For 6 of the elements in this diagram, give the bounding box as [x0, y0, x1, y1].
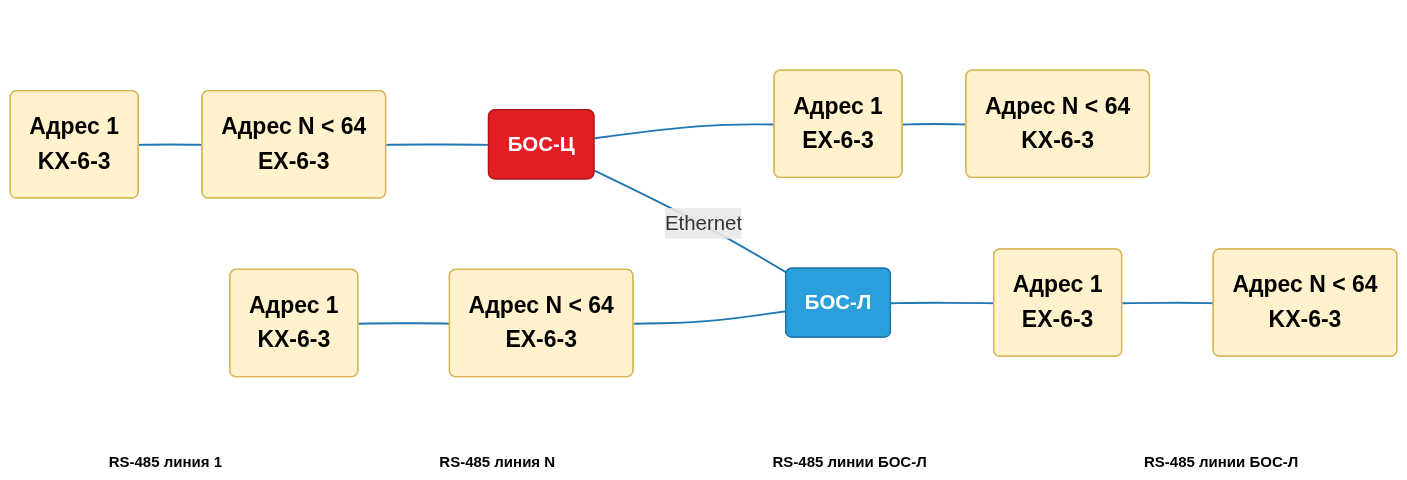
- line-caption: RS-485 линия N: [439, 453, 556, 470]
- line-caption: RS-485 линии БОС-Л: [772, 453, 927, 470]
- line-caption: RS-485 линия 1: [108, 453, 222, 470]
- line-caption: RS-485 линии БОС-Л: [1144, 453, 1299, 470]
- edge-label: Ethernet: [664, 212, 743, 234]
- connector: [593, 169, 788, 274]
